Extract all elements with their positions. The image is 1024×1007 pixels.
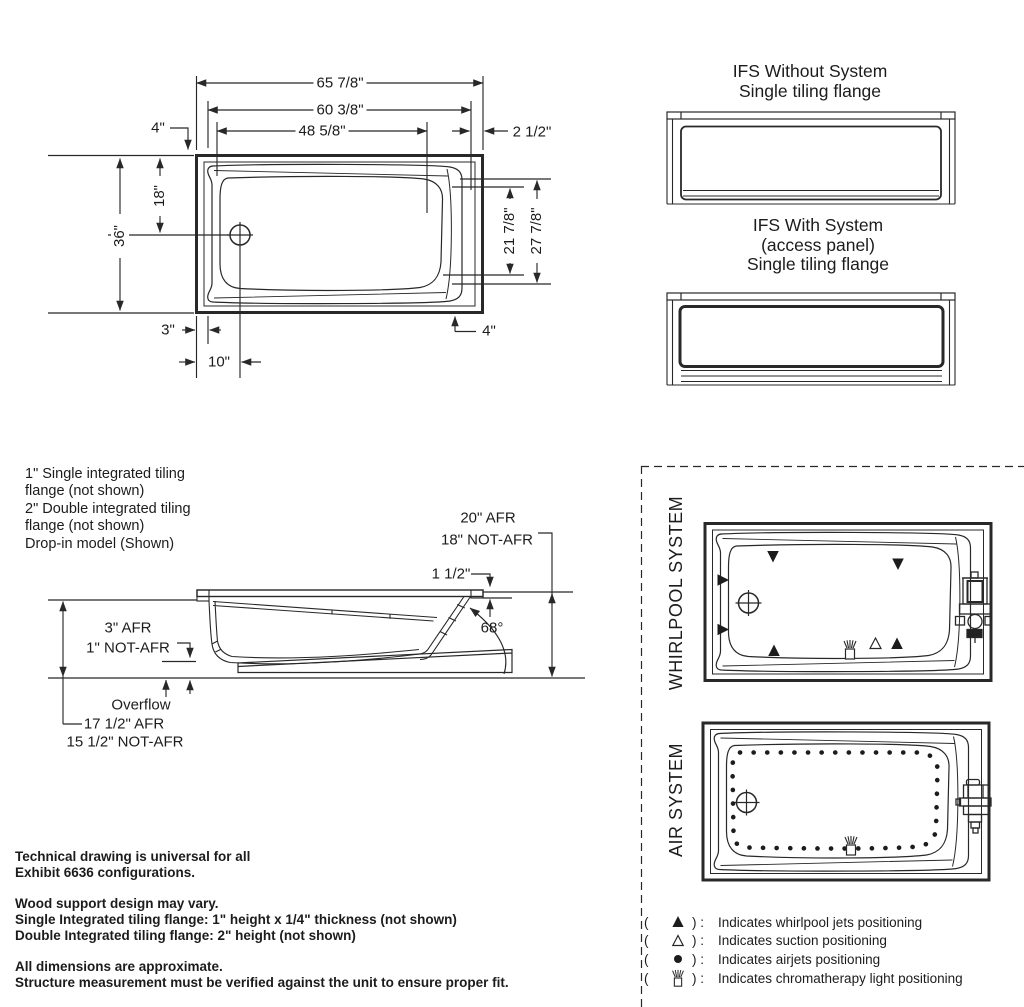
legend-text: Indicates airjets positioning <box>718 951 881 967</box>
legend-item-airjets: ( ) : Indicates airjets positioning <box>644 950 963 969</box>
footnote-line: Technical drawing is universal for all <box>15 849 251 864</box>
suction-marker <box>869 636 882 650</box>
dim-overall-depth: 36" <box>111 214 129 258</box>
systems-panel-border <box>640 465 1024 1007</box>
dim-base-afr: 3" AFR <box>104 619 152 637</box>
dim-rim-depth: 27 7/8" <box>528 199 546 263</box>
footnotes: Technical drawing is universal for all E… <box>15 849 615 1006</box>
whirlpool-drawing <box>703 522 993 682</box>
legend-text: Indicates whirlpool jets positioning <box>718 914 923 930</box>
ifs-with-line3: Single tiling flange <box>746 254 890 274</box>
ifs-without-title: IFS Without System Single tiling flange <box>700 61 920 101</box>
footnote-line: Wood support design may vary. <box>15 896 219 911</box>
dim-height-afr: 20" AFR <box>460 509 516 527</box>
airjet-dots <box>730 750 940 851</box>
dim-basin-width: 48 5/8" <box>295 122 349 140</box>
chromatherapy-light-icon <box>664 968 692 988</box>
dim-lip-offset: 2 1/2" <box>512 123 552 141</box>
note-line: 2" Double integrated tiling <box>25 500 191 517</box>
dim-drain-offset-left: 10" <box>204 353 234 371</box>
footnote-group-3: All dimensions are approximate. Structur… <box>15 959 615 991</box>
symbol-legend: ( ) : Indicates whirlpool jets positioni… <box>644 913 963 987</box>
ifs-without-line2: Single tiling flange <box>738 80 882 101</box>
side-view-dimensions <box>48 532 585 725</box>
chromatherapy-marker-air <box>844 835 858 856</box>
legend-item-whirlpool-jets: ( ) : Indicates whirlpool jets positioni… <box>644 913 963 932</box>
dim-wall-angle: 68° <box>480 619 504 637</box>
legend-paren-close: ) : <box>692 970 704 986</box>
dim-basin-depth: 21 7/8" <box>501 199 519 263</box>
blower-assembly <box>955 778 992 834</box>
note-line: flange (not shown) <box>25 483 145 500</box>
note-line: Drop-in model (Shown) <box>25 535 175 552</box>
legend-text: Indicates chromatherapy light positionin… <box>718 970 963 986</box>
dim-height-not-afr: 18" NOT-AFR <box>440 531 534 549</box>
dim-edge-right: 4" <box>482 322 496 340</box>
footnote-line: Single Integrated tiling flange: 1" heig… <box>15 912 457 927</box>
whirlpool-system-label: WHIRLPOOL SYSTEM <box>666 495 686 691</box>
legend-paren-open: ( <box>644 933 649 949</box>
dim-corner-offset: 4" <box>151 119 165 137</box>
legend-paren-open: ( <box>644 951 649 967</box>
side-view-notes: 1" Single integrated tiling flange (not … <box>25 466 191 553</box>
airjet-icon <box>664 952 692 966</box>
ifs-with-line2: (access panel) <box>761 234 875 255</box>
ifs-without-line1: IFS Without System <box>732 61 888 81</box>
legend-text: Indicates suction positioning <box>718 933 887 949</box>
chromatherapy-marker-whirlpool <box>843 639 857 660</box>
dim-drain-offset-top: 18" <box>151 176 169 216</box>
ifs-with-title: IFS With System (access panel) Single ti… <box>708 215 928 275</box>
side-view-drawing <box>48 532 585 725</box>
dim-overflow-afr: 17 1/2" AFR <box>83 715 165 733</box>
legend-item-chromatherapy: ( ) : Indicates chromatherapy light posi… <box>644 969 963 988</box>
legend-paren-close: ) : <box>692 914 704 930</box>
legend-paren-close: ) : <box>692 933 704 949</box>
legend-item-suction: ( ) : Indicates suction positioning <box>644 932 963 951</box>
dim-flange-width: 60 3/8" <box>313 101 367 119</box>
overflow-label: Overflow <box>111 696 171 714</box>
footnote-line: Structure measurement must be verified a… <box>15 975 509 990</box>
dim-rim-thickness: 1 1/2" <box>431 565 471 583</box>
dim-edge-left: 3" <box>161 321 175 339</box>
footnote-line: All dimensions are approximate. <box>15 959 223 974</box>
note-line: 1" Single integrated tiling <box>25 466 185 482</box>
dim-base-not-afr: 1" NOT-AFR <box>86 639 170 657</box>
footnote-group-2: Wood support design may vary. Single Int… <box>15 896 615 944</box>
dim-overflow-not-afr: 15 1/2" NOT-AFR <box>66 733 184 751</box>
whirlpool-jet-icon <box>664 915 692 929</box>
dim-overall-width: 65 7/8" <box>313 74 367 92</box>
legend-paren-open: ( <box>644 914 649 930</box>
suction-icon <box>664 934 692 948</box>
air-drawing <box>701 721 992 882</box>
note-line: flange (not shown) <box>25 518 145 535</box>
legend-paren-open: ( <box>644 970 649 986</box>
pump-assembly <box>954 571 993 643</box>
ifs-without-drawing <box>666 111 956 205</box>
footnote-line: Double Integrated tiling flange: 2" heig… <box>15 928 356 943</box>
ifs-with-drawing <box>666 292 956 386</box>
footnote-line: Exhibit 6636 configurations. <box>15 865 196 880</box>
footnote-group-1: Technical drawing is universal for all E… <box>15 849 615 881</box>
air-system-label: AIR SYSTEM <box>666 742 686 858</box>
ifs-with-line1: IFS With System <box>752 215 884 235</box>
legend-paren-close: ) : <box>692 951 704 967</box>
